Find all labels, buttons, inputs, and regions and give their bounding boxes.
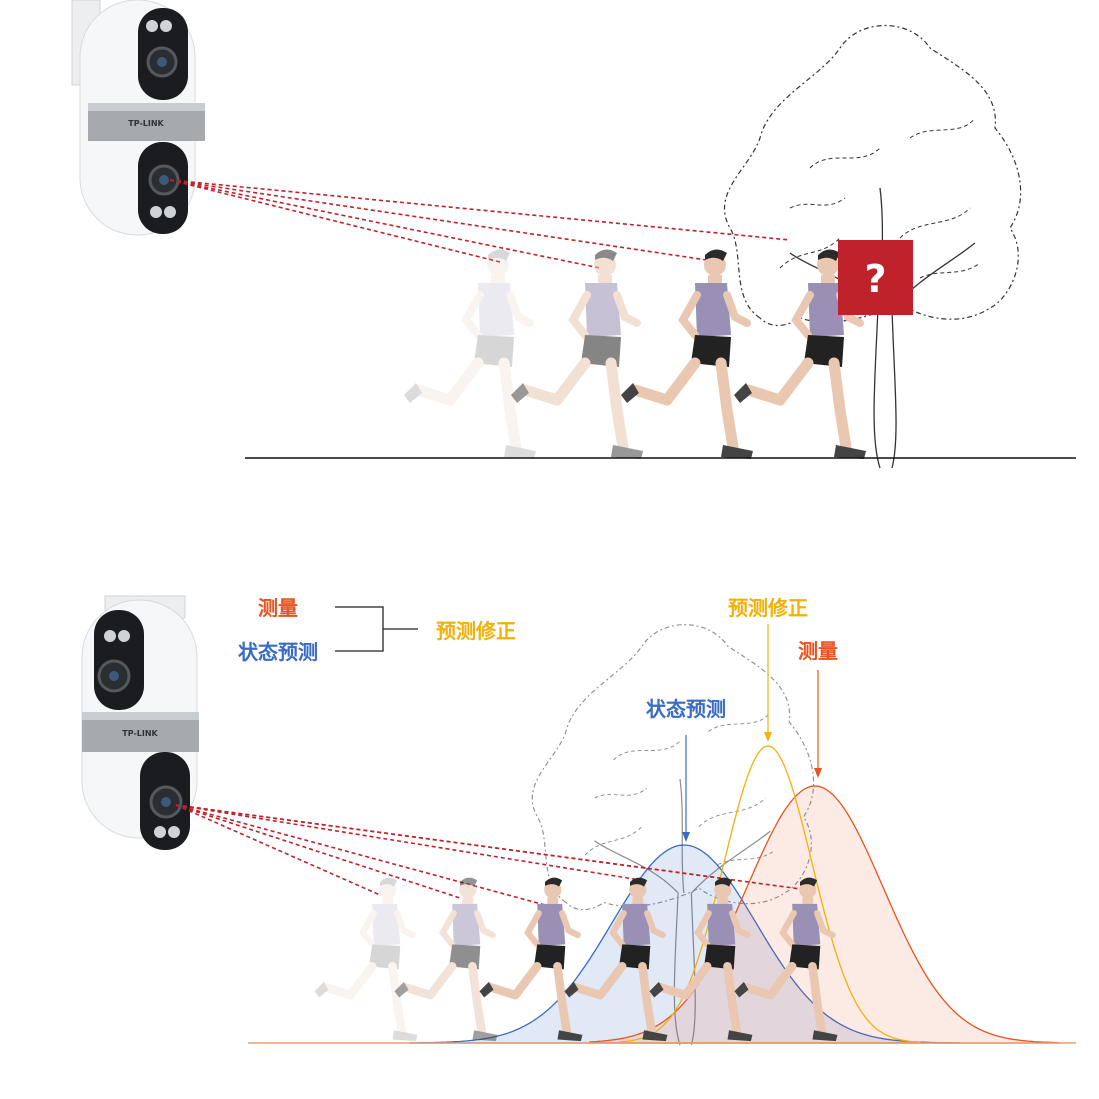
- curve-label-state-predict: 状态预测: [646, 697, 726, 721]
- unknown-symbol: ?: [864, 257, 886, 301]
- security-camera-icon: TP-LINK: [81, 595, 199, 850]
- camera-brand: TP-LINK: [122, 729, 158, 738]
- legend-bracket: [335, 606, 418, 652]
- runner-icon: [404, 249, 866, 459]
- state-predict-curve: [409, 844, 961, 1044]
- security-camera-icon: TP-LINK: [70, 0, 207, 237]
- question-box-icon: ?: [838, 240, 913, 315]
- predict-correct-curve: [619, 745, 921, 1044]
- top-panel: TP-LINK ?: [70, 0, 1076, 469]
- laser-lines: [175, 804, 809, 906]
- legend-measure: 测量: [258, 596, 298, 620]
- camera-brand: TP-LINK: [128, 119, 164, 128]
- curve-label-predict-correct: 预测修正: [728, 596, 808, 620]
- legend-state-predict: 状态预测: [238, 640, 318, 664]
- legend-predict-correct: 预测修正: [436, 619, 516, 643]
- curve-label-measure: 测量: [798, 639, 838, 663]
- laser-lines: [169, 179, 791, 269]
- distribution-curves: [409, 745, 1061, 1044]
- bottom-panel: TP-LINK 测量 状态预测 预测修正: [81, 595, 1076, 1046]
